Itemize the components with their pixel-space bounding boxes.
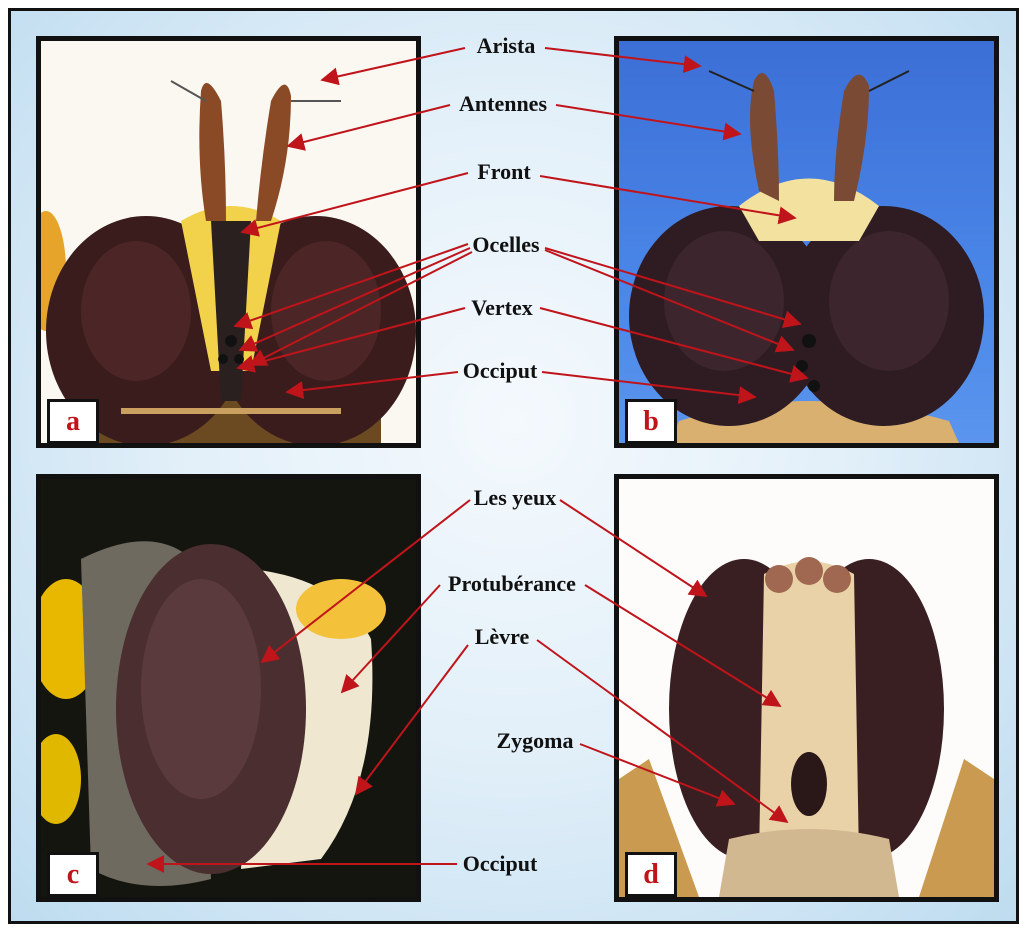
fly-head-side-photo-c [41, 479, 416, 897]
label-vertex: Vertex [471, 295, 533, 321]
label-occiput-bottom: Occiput [463, 851, 538, 877]
label-front: Front [477, 159, 530, 185]
label-les-yeux: Les yeux [474, 485, 557, 511]
panel-tag-b: b [625, 399, 677, 444]
photo-panel-c: c [36, 474, 421, 902]
label-protuberance: Protubérance [448, 571, 576, 597]
panel-tag-a: a [47, 399, 99, 444]
label-antennes: Antennes [459, 91, 547, 117]
panel-tag-c: c [47, 852, 99, 897]
label-ocelles: Ocelles [472, 232, 539, 258]
photo-panel-d: d [614, 474, 999, 902]
fly-head-lower-photo-d [619, 479, 994, 897]
label-levre: Lèvre [475, 624, 530, 650]
photo-panel-b: b [614, 36, 999, 448]
fly-head-front-photo-a [41, 41, 416, 443]
label-zygoma: Zygoma [497, 728, 574, 754]
fly-head-front-photo-b [619, 41, 994, 443]
figure-frame: a b c [8, 8, 1019, 924]
photo-panel-a: a [36, 36, 421, 448]
panel-tag-d: d [625, 852, 677, 897]
label-arista: Arista [477, 33, 536, 59]
label-occiput-top: Occiput [463, 358, 538, 384]
